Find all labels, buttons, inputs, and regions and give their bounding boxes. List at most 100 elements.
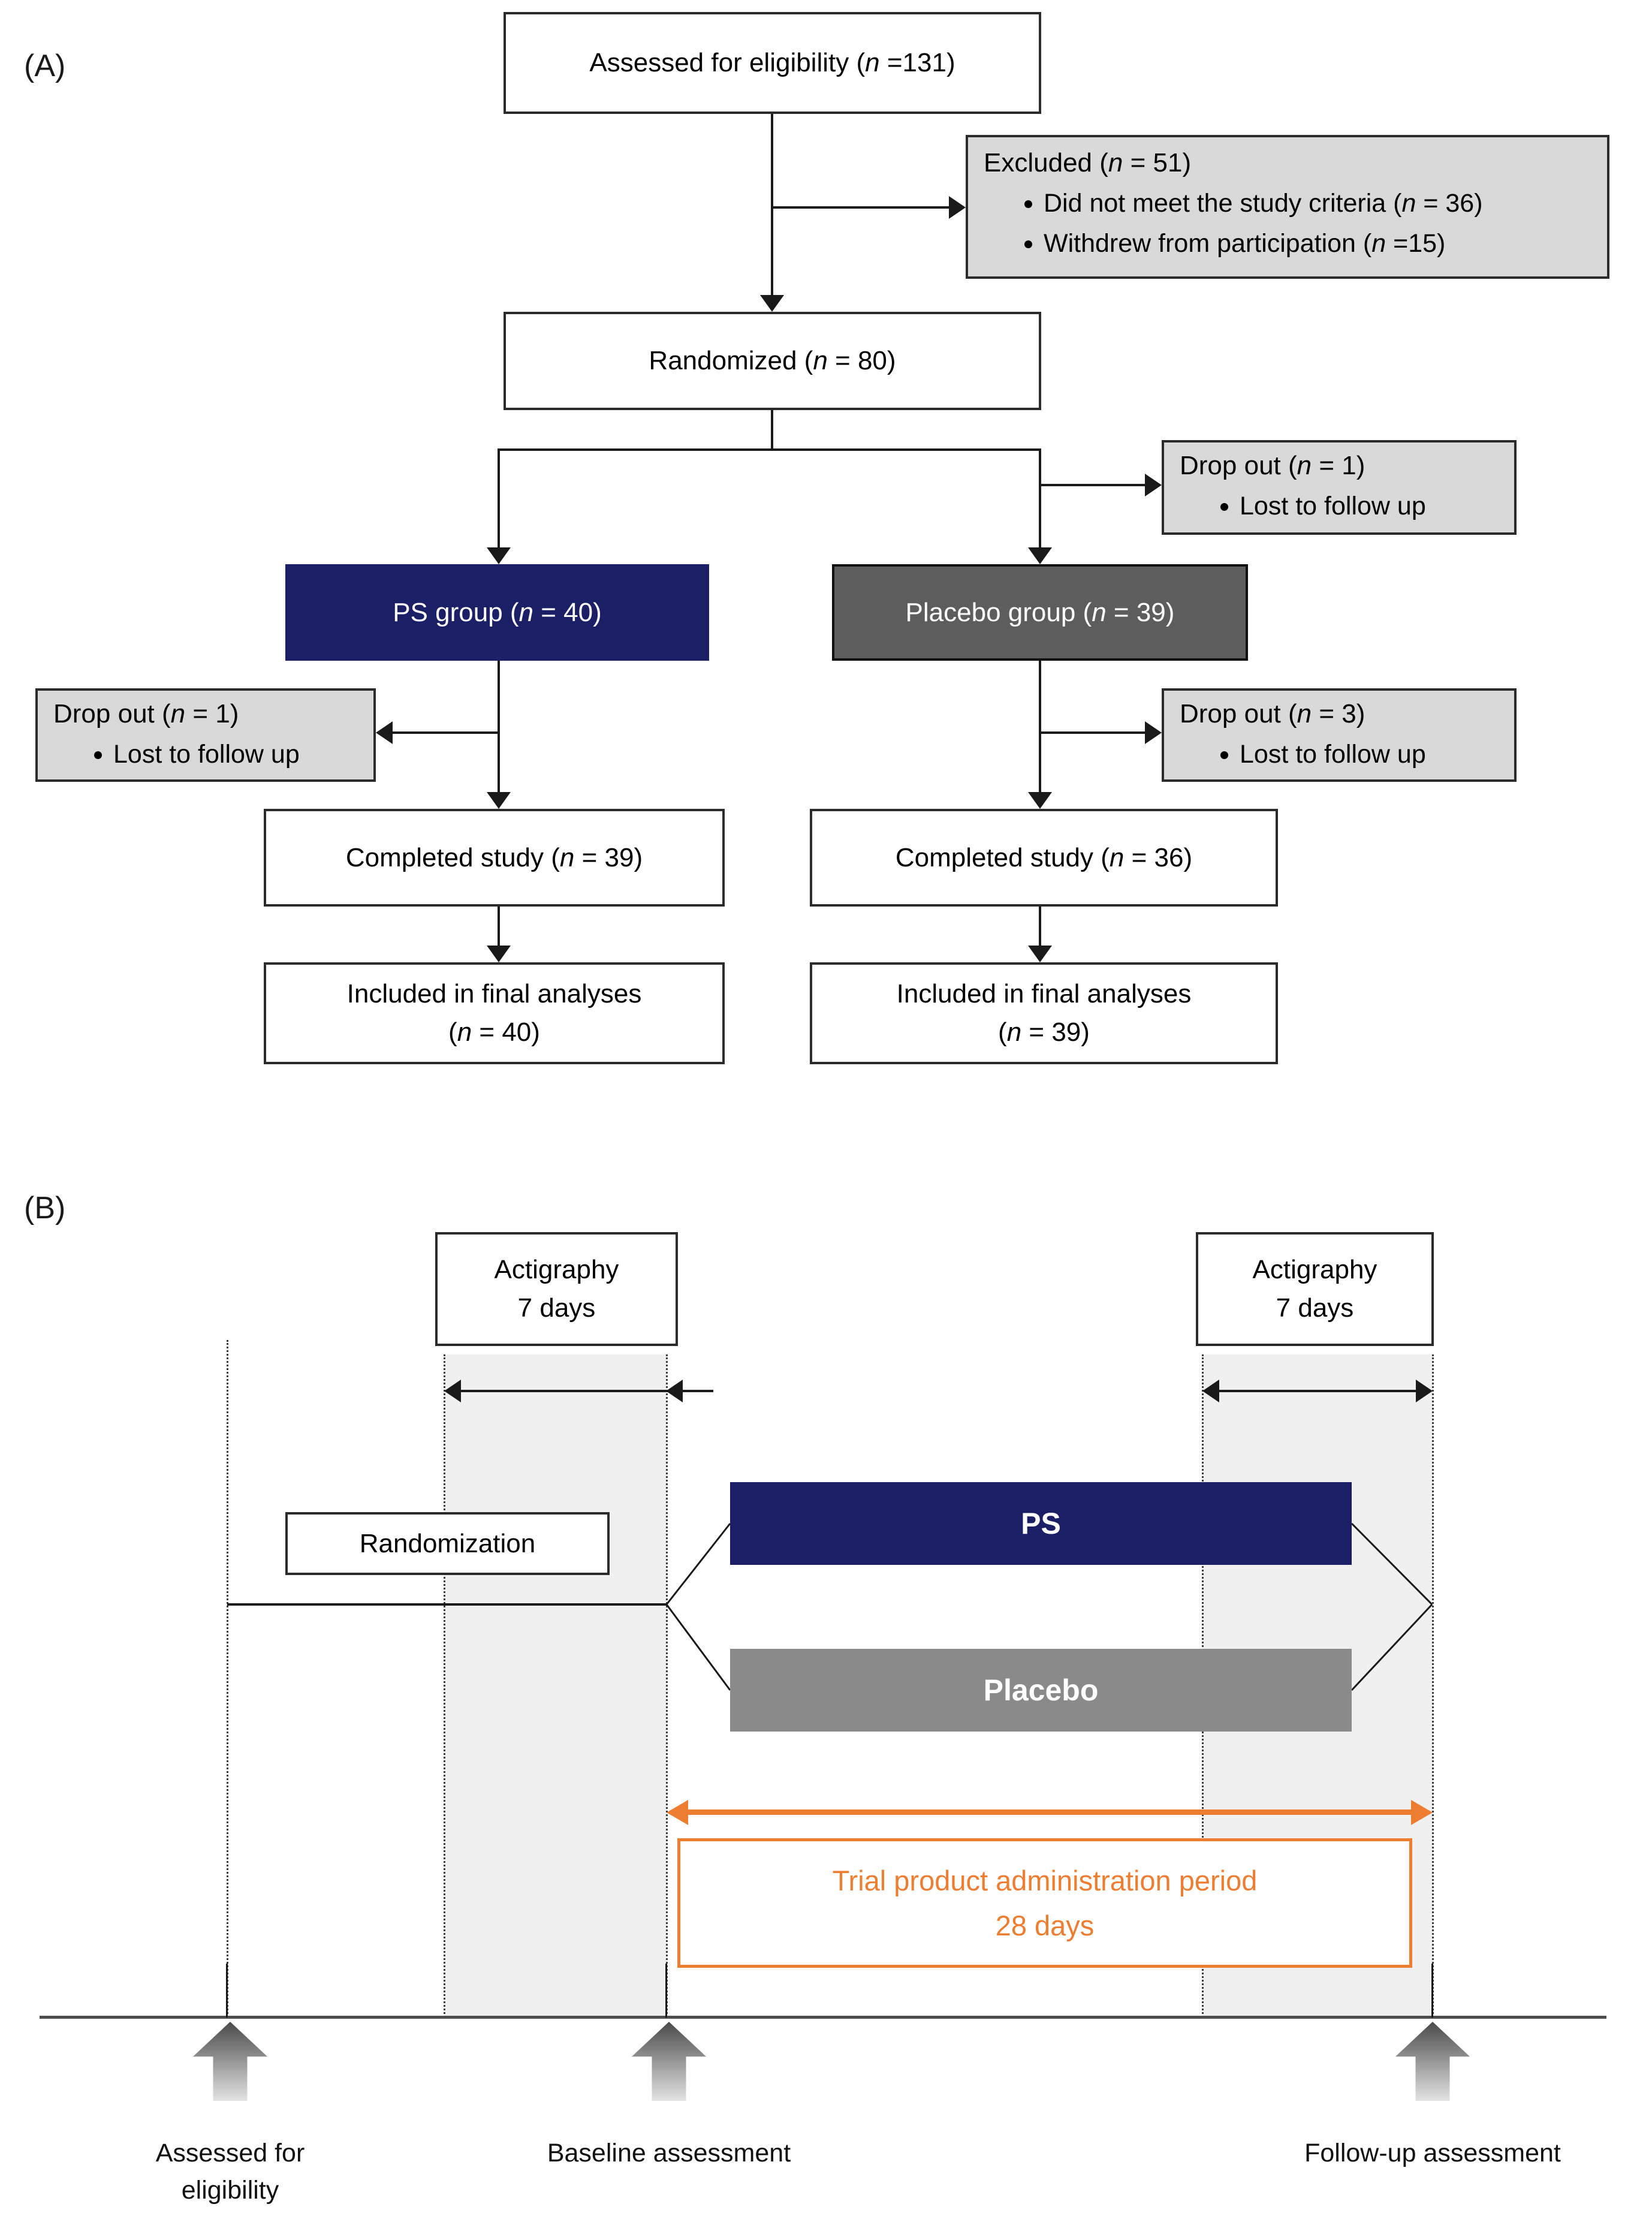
connector-randomized-stem xyxy=(771,410,773,450)
actigraphy-right-arrowhead-right xyxy=(1416,1380,1433,1402)
dropout-randomization-title: Drop out (n = 1) xyxy=(1180,451,1365,480)
arrowhead-right-excluded xyxy=(949,196,966,219)
dotted-line-baseline xyxy=(666,1354,668,2018)
included-ps-line1: Included in final analyses xyxy=(346,979,642,1009)
actigraphy-left-box: Actigraphy 7 days xyxy=(435,1232,678,1346)
panel-b-label: (B) xyxy=(24,1191,66,1226)
included-placebo-line2: (n = 39) xyxy=(998,1017,1090,1047)
admin-period-arrowhead-right xyxy=(1411,1800,1433,1825)
connector-ps-drop xyxy=(498,448,500,549)
ps-bar-text: PS xyxy=(1021,1507,1061,1540)
assessed-eligibility-box: Assessed for eligibility (n =131) xyxy=(504,12,1041,114)
included-placebo-box: Included in final analyses (n = 39) xyxy=(810,962,1278,1064)
placebo-bar: Placebo xyxy=(730,1649,1352,1732)
arrowhead-down-included-ps xyxy=(487,946,511,962)
milestone-assessed-line2: eligibility xyxy=(181,2176,279,2205)
placebo-group-box: Placebo group (n = 39) xyxy=(832,564,1248,661)
tick-assessed xyxy=(226,1964,228,2018)
actigraphy-right-arrowhead-left xyxy=(1202,1380,1219,1402)
actigraphy-left-line2: 7 days xyxy=(517,1293,596,1323)
connector-dropout-randomization xyxy=(1039,484,1147,486)
included-ps-line2: (n = 40) xyxy=(448,1017,540,1047)
dotted-line-assessed xyxy=(227,1340,228,2018)
arrowhead-down-ps-group xyxy=(487,547,511,564)
excluded-list: Did not meet the study criteria (n = 36)… xyxy=(984,183,1596,263)
excluded-item-withdrew: Withdrew from participation (n =15) xyxy=(1044,224,1596,264)
dropout-ps-item: Lost to follow up xyxy=(113,734,363,775)
actigraphy-right-line1: Actigraphy xyxy=(1252,1255,1377,1285)
arrowhead-down-randomized xyxy=(760,295,784,312)
completed-ps-text: Completed study (n = 39) xyxy=(345,842,643,872)
admin-period-line1: Trial product administration period xyxy=(832,1864,1258,1896)
dropout-placebo-list: Lost to follow up xyxy=(1180,734,1503,775)
dropout-placebo-title: Drop out (n = 3) xyxy=(1180,699,1365,728)
actigraphy-left-arrow-line xyxy=(450,1390,713,1392)
excluded-box: Excluded (n = 51) Did not meet the study… xyxy=(966,135,1609,279)
dropout-ps-title: Drop out (n = 1) xyxy=(53,699,239,728)
connector-assessed-randomized xyxy=(771,114,773,297)
connector-dropout-ps xyxy=(391,731,500,734)
completed-placebo-box: Completed study (n = 36) xyxy=(810,809,1278,907)
admin-period-line2: 28 days xyxy=(995,1910,1095,1941)
connector-excluded xyxy=(771,206,951,209)
dropout-ps-box: Drop out (n = 1) Lost to follow up xyxy=(35,688,376,782)
connector-split-bar xyxy=(498,448,1041,451)
milestone-followup: Follow-up assessment xyxy=(1304,2139,1561,2167)
dropout-placebo-box: Drop out (n = 3) Lost to follow up xyxy=(1162,688,1517,782)
excluded-title: Excluded (n = 51) xyxy=(984,148,1192,177)
arrowhead-down-completed-placebo xyxy=(1028,792,1052,809)
panel-a-label: (A) xyxy=(24,49,66,83)
assessed-eligibility-text: Assessed for eligibility (n =131) xyxy=(589,48,955,78)
tick-followup xyxy=(1431,1964,1433,2018)
connector-completed-included-ps xyxy=(498,907,500,947)
milestone-assessed-line1: Assessed for xyxy=(155,2139,305,2167)
timeline-line xyxy=(227,1603,667,1606)
connector-dropout-placebo xyxy=(1039,731,1147,734)
ps-bar: PS xyxy=(730,1482,1352,1565)
actigraphy-right-line2: 7 days xyxy=(1276,1293,1354,1323)
included-ps-box: Included in final analyses (n = 40) xyxy=(264,962,725,1064)
admin-period-arrow-line xyxy=(683,1809,1416,1815)
completed-placebo-text: Completed study (n = 36) xyxy=(895,842,1193,872)
ps-group-text: PS group (n = 40) xyxy=(393,597,602,627)
completed-ps-box: Completed study (n = 39) xyxy=(264,809,725,907)
dotted-line-band-left xyxy=(444,1354,445,2018)
dropout-randomization-box: Drop out (n = 1) Lost to follow up xyxy=(1162,440,1517,535)
arrowhead-down-included-placebo xyxy=(1028,946,1052,962)
admin-period-arrowhead-left xyxy=(667,1800,688,1825)
arrowhead-left-dropout-ps xyxy=(376,721,393,744)
randomization-text: Randomization xyxy=(359,1528,536,1558)
dotted-line-followup xyxy=(1432,1354,1434,2018)
dropout-randomization-list: Lost to follow up xyxy=(1180,486,1503,526)
included-placebo-line1: Included in final analyses xyxy=(896,979,1192,1009)
randomization-box: Randomization xyxy=(285,1512,610,1575)
arrowhead-right-dropout-placebo xyxy=(1145,721,1162,744)
randomized-box: Randomized (n = 80) xyxy=(504,312,1041,410)
actigraphy-right-arrow-line xyxy=(1207,1390,1428,1392)
randomized-text: Randomized (n = 80) xyxy=(649,346,896,376)
tick-baseline xyxy=(665,1964,667,2018)
placebo-group-text: Placebo group (n = 39) xyxy=(905,597,1175,627)
arrowhead-right-dropout-randomization xyxy=(1145,474,1162,496)
actigraphy-left-line1: Actigraphy xyxy=(494,1255,619,1285)
timeline-axis xyxy=(40,2016,1606,2019)
placebo-bar-text: Placebo xyxy=(983,1673,1099,1707)
connector-ps-completed xyxy=(498,661,500,794)
dropout-randomization-item: Lost to follow up xyxy=(1240,486,1503,526)
connector-completed-included-placebo xyxy=(1039,907,1041,947)
actigraphy-band-baseline xyxy=(444,1354,667,2018)
actigraphy-left-arrowhead-outer xyxy=(444,1380,461,1402)
dropout-placebo-item: Lost to follow up xyxy=(1240,734,1503,775)
dropout-ps-list: Lost to follow up xyxy=(53,734,363,775)
excluded-item-criteria: Did not meet the study criteria (n = 36) xyxy=(1044,183,1596,224)
milestone-assessed: Assessed for eligibility xyxy=(80,2134,380,2209)
arrowhead-down-completed-ps xyxy=(487,792,511,809)
milestone-baseline: Baseline assessment xyxy=(547,2139,791,2167)
admin-period-box: Trial product administration period 28 d… xyxy=(677,1838,1412,1968)
actigraphy-left-arrowhead-baseline xyxy=(666,1380,683,1402)
arrowhead-down-placebo-group xyxy=(1028,547,1052,564)
connector-placebo-drop xyxy=(1039,448,1041,549)
actigraphy-right-box: Actigraphy 7 days xyxy=(1196,1232,1434,1346)
